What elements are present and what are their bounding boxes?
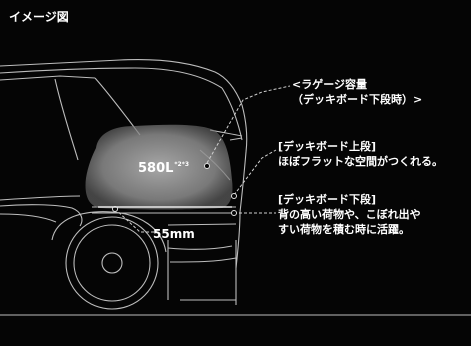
callout-line: ほぼフラットな空間がつくれる。 [278,154,443,168]
callout-heading: [デッキボード上段] [278,140,377,153]
deck-board-lower-callout: [デッキボード下段] 背の高い荷物や、こぼれ出や すい荷物を積む時に活躍。 [278,193,421,238]
callout-heading: [デッキボード下段] [278,193,377,206]
callout-leader-lines [114,85,291,233]
cargo-volume-shape [85,124,233,210]
car-body-lines [0,58,471,316]
capacity-value: 580L [138,161,174,176]
callout-line: 背の高い荷物や、こぼれ出や [278,207,421,221]
luggage-capacity-callout: <ラゲージ容量 （デッキボード下段時）> [292,78,422,108]
deck-board-upper-callout: [デッキボード上段] ほぼフラットな空間がつくれる。 [278,140,443,170]
callout-line: すい荷物を積む時に活躍。 [278,222,410,236]
height-difference-label: 55mm [153,227,195,241]
callout-line: <ラゲージ容量 [292,78,367,91]
callout-line: （デッキボード下段時）> [292,92,423,106]
image-illustration-label: イメージ図 [9,10,69,24]
rear-wheel [51,211,167,310]
callout-markers [112,163,237,216]
capacity-footnote: *2*3 [174,161,190,168]
capacity-value-label: 580L*2*3 [138,160,189,178]
